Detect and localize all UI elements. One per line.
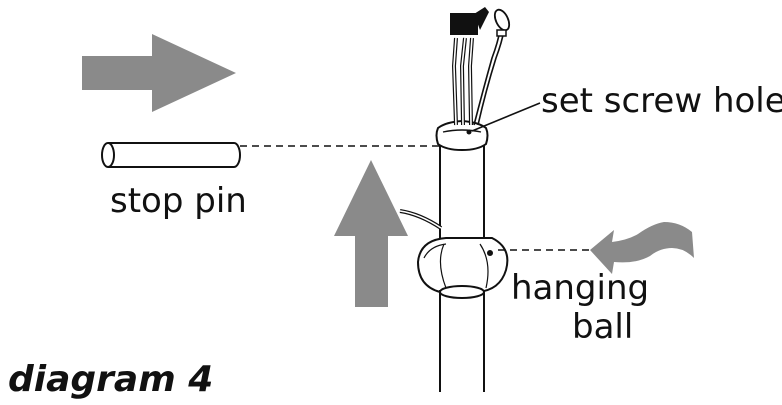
set-screw-hole-label: set screw hole — [541, 81, 782, 121]
downrod-lower — [439, 285, 485, 392]
up-arrow-icon — [334, 160, 408, 307]
hanging-ball-label-line1: hanging — [511, 268, 649, 308]
stop-pin-shape — [101, 142, 241, 168]
hanging-ball — [416, 237, 509, 293]
curved-arrow-icon — [590, 222, 694, 274]
diagram-title: diagram 4 — [8, 359, 213, 400]
right-arrow-icon — [82, 34, 236, 112]
wires — [450, 7, 511, 126]
set-screw-hole — [466, 129, 472, 135]
stop-pin-label: stop pin — [110, 181, 247, 221]
hanging-ball-label-line2: ball — [572, 307, 633, 347]
ground-wire — [399, 209, 443, 230]
set-screw-leader-line — [471, 102, 541, 132]
